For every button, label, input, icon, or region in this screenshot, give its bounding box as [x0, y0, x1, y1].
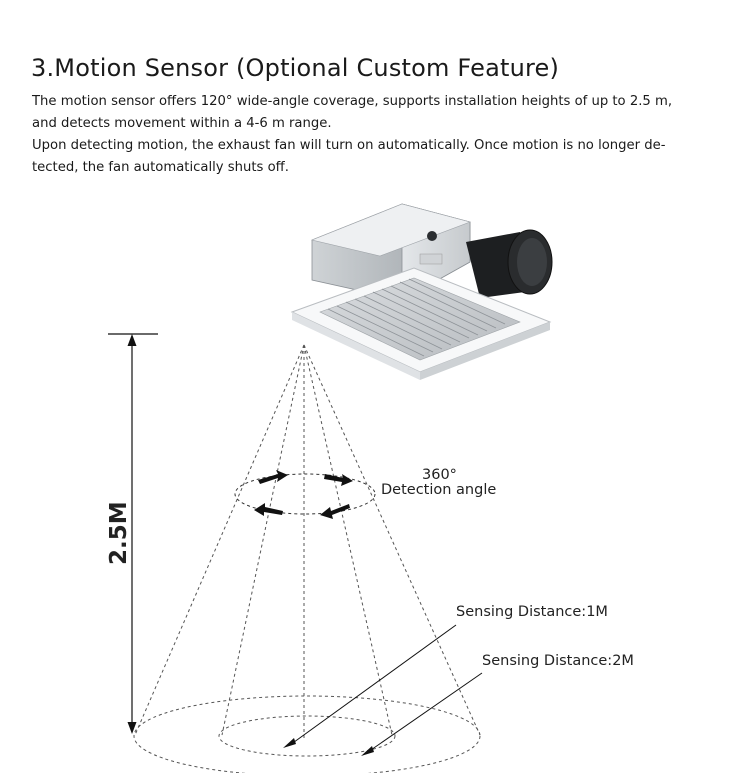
description: The motion sensor offers 120° wide-angle… [32, 91, 692, 179]
rotation-ring [234, 473, 376, 515]
detection-cone [134, 344, 481, 740]
sensing-distance-near: Sensing Distance:1M [456, 604, 608, 620]
rotation-value: 360° [422, 467, 457, 483]
description-line: The motion sensor offers 120° wide-angle… [32, 94, 673, 109]
description-line: Upon detecting motion, the exhaust fan w… [32, 138, 666, 153]
description-line: tected, the fan automatically shuts off. [32, 160, 289, 175]
leader-arrow-far [361, 746, 374, 756]
leader-arrow-near [283, 738, 296, 748]
height-dimension [108, 333, 158, 734]
sensing-area-2m [133, 695, 481, 773]
sensing-area-1m [218, 715, 396, 757]
height-label: 2.5M [106, 501, 132, 565]
section-title: 3.Motion Sensor (Optional Custom Feature… [31, 54, 560, 82]
leader-lines [289, 624, 483, 753]
exhaust-fan-image [290, 203, 553, 380]
sensing-distance-far: Sensing Distance:2M [482, 653, 634, 669]
rotation-arrows-icon [254, 470, 353, 519]
description-line: and detects movement within a 4-6 m rang… [32, 116, 332, 131]
rotation-label: Detection angle [381, 482, 496, 498]
